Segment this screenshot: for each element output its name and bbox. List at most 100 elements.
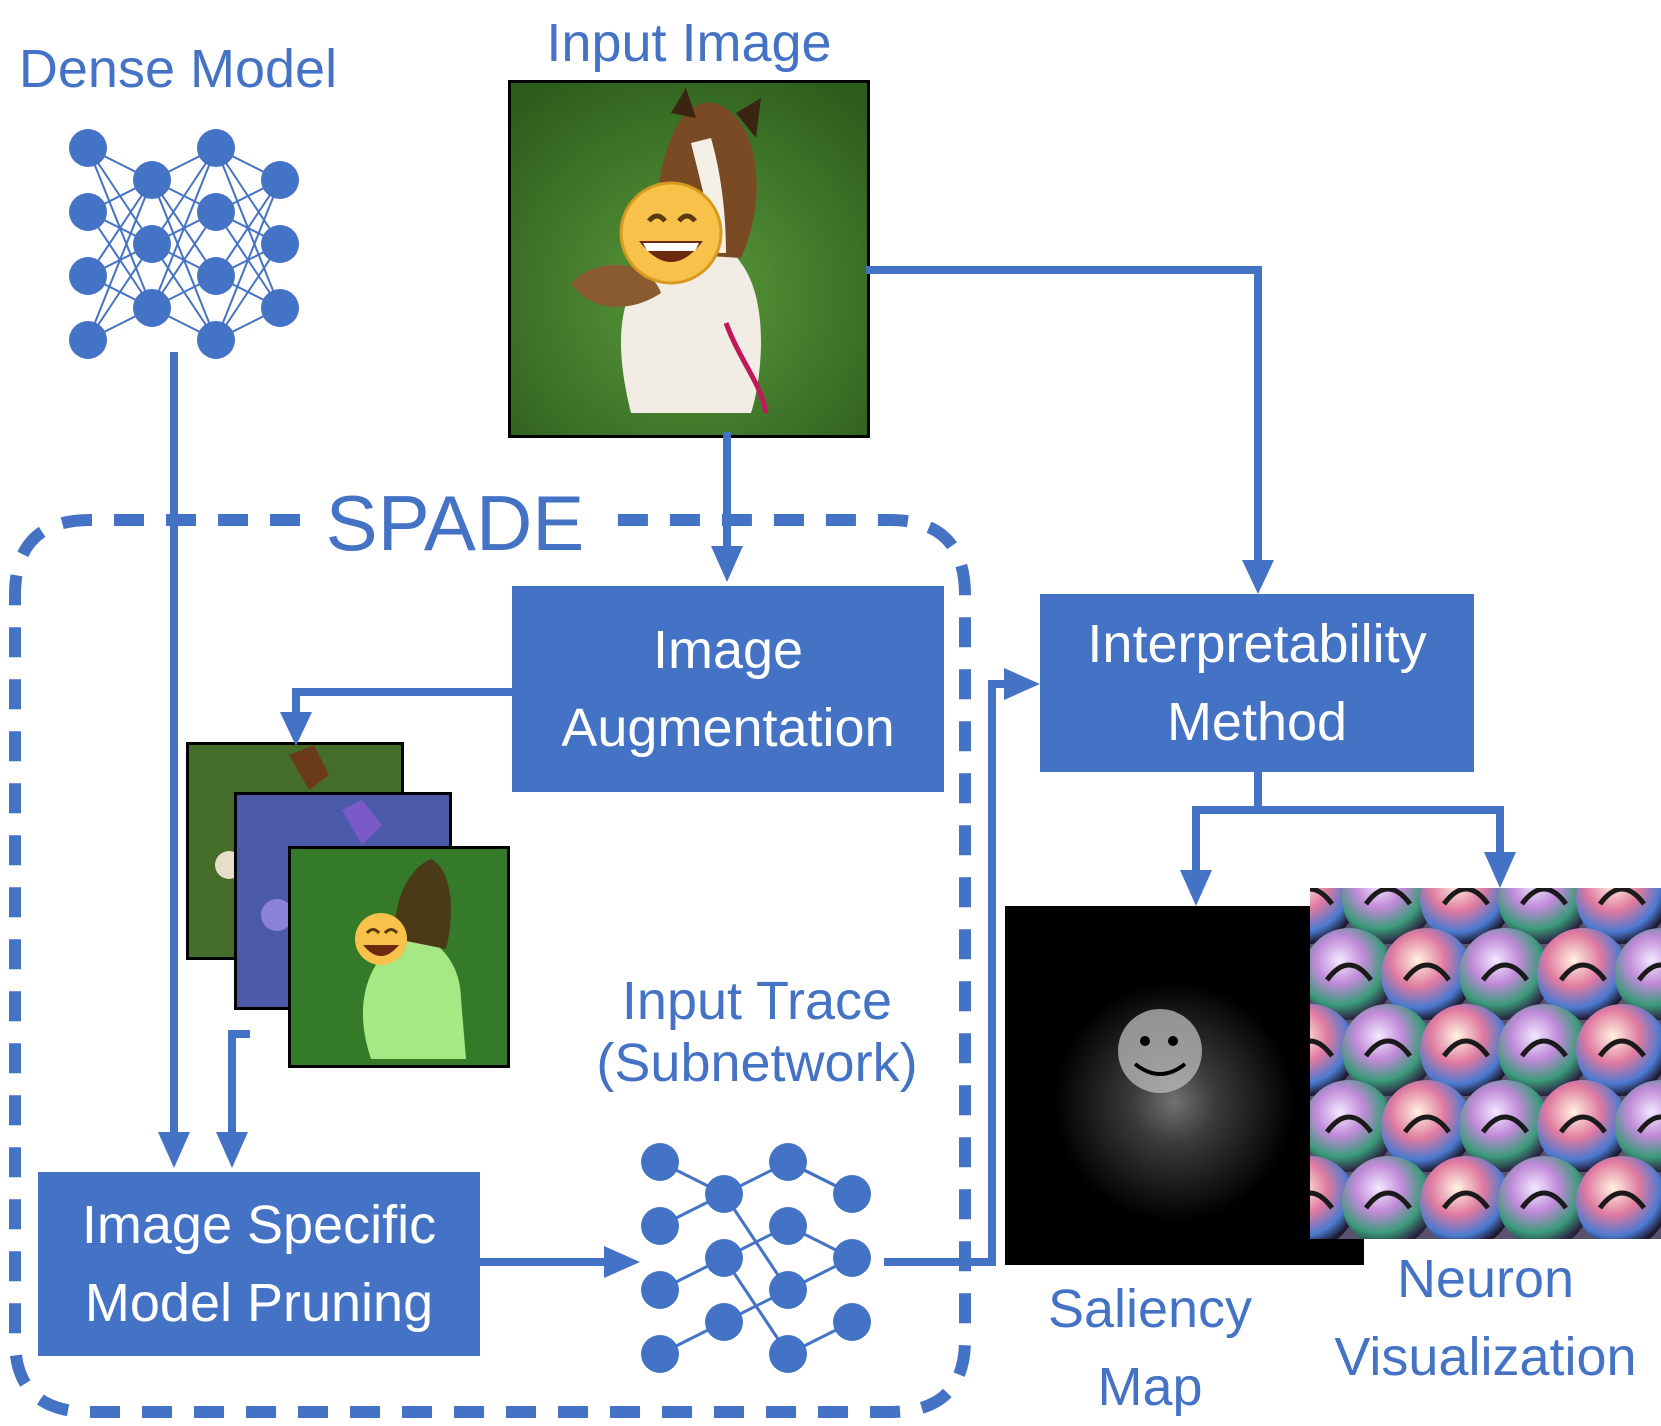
neuron-orb [1537,1080,1629,1172]
neuron-orb [1420,1004,1512,1096]
dense-node [133,161,171,199]
dense-node [197,321,235,359]
dense-node [197,129,235,167]
dense-node [69,257,107,295]
pruning-line-2: Model Pruning [84,1273,434,1333]
neuron-orb-shadow [1402,962,1452,982]
neuron-orb [1537,928,1629,1020]
neuron-orb-shadow [1441,1038,1491,1058]
subnetwork-node [833,1303,871,1341]
subnetwork-node [705,1175,743,1213]
neuron-line-1: Neuron [1396,1249,1575,1309]
input-trace-label: Input Trace (Subnetwork) [570,970,944,1094]
input-trace-line-1: Input Trace [621,971,893,1031]
neuron-orb-shadow [1363,888,1413,906]
neuron-orb-shadow [1597,1038,1647,1058]
saliency-line-1: Saliency [1047,1279,1253,1339]
saliency-map-label: Saliency Map [1020,1270,1280,1426]
neuron-orb-shadow [1480,1114,1530,1134]
model-pruning-box: Image Specific Model Pruning [38,1172,480,1356]
saliency-map-image [1005,906,1364,1265]
subnetwork-node [833,1175,871,1213]
dense-node [133,289,171,327]
neuron-orb [1310,1156,1356,1239]
dense-node [197,257,235,295]
dense-model-label: Dense Model [18,39,338,99]
neuron-orb-shadow [1363,1190,1413,1210]
neuron-orb-shadow [1519,1190,1569,1210]
neuron-orb [1615,1080,1661,1172]
neuron-orb [1310,1004,1356,1096]
augmented-image-3 [288,846,510,1068]
pruning-line-1: Image Specific [81,1195,437,1255]
neuron-orb-shadow [1324,1114,1374,1134]
dense-node [69,321,107,359]
subnetwork-node [705,1239,743,1277]
neuron-orb-shadow [1441,888,1491,906]
neuron-orb-shadow [1310,888,1335,906]
neuron-orb-shadow [1558,1114,1608,1134]
neuron-orb [1310,1080,1395,1172]
dense-node [69,193,107,231]
dense-node [261,289,299,327]
neuron-orb-shadow [1441,1190,1491,1210]
interpretability-method-box: Interpretability Method [1040,594,1474,772]
neuron-orb [1459,928,1551,1020]
spade-title: SPADE [325,479,585,567]
neuron-orb-shadow [1480,962,1530,982]
neuron-orb [1342,1156,1434,1239]
interpretability-line-1: Interpretability [1087,614,1427,674]
neuron-orb [1459,1080,1551,1172]
neuron-orb-shadow [1597,1190,1647,1210]
neuron-orb-shadow [1310,1038,1335,1058]
dense-node [69,129,107,167]
subnetwork-node [769,1207,807,1245]
subnetwork-node [641,1271,679,1309]
input-image [508,80,870,438]
subnetwork-node [705,1303,743,1341]
neuron-visualization-label: Neuron Visualization [1310,1240,1661,1396]
neuron-orb [1576,1156,1661,1239]
neuron-orb [1615,928,1661,1020]
input-trace-line-2: (Subnetwork) [596,1033,918,1093]
interpretability-line-2: Method [1166,692,1348,752]
dense-node [261,225,299,263]
subnetwork-node [641,1207,679,1245]
dense-node [261,161,299,199]
subnetwork-node [769,1271,807,1309]
neuron-orb-shadow [1402,1114,1452,1134]
input-image-label: Input Image [546,13,832,73]
neuron-orb-shadow [1363,1038,1413,1058]
neuron-orb [1498,1004,1590,1096]
neuron-orb-shadow [1597,888,1647,906]
subnetwork-node [769,1143,807,1181]
neuron-orb [1498,1156,1590,1239]
neuron-orb-shadow [1636,1114,1661,1134]
subnetwork-node [641,1335,679,1373]
neuron-orb-shadow [1636,962,1661,982]
subnetwork-node [769,1335,807,1373]
neuron-line-2: Visualization [1334,1327,1637,1387]
saliency-line-2: Map [1097,1357,1203,1417]
augmentation-line-2: Augmentation [561,698,895,758]
neuron-orb-shadow [1310,1190,1335,1210]
augmentation-line-1: Image [652,620,804,680]
dense-node [197,193,235,231]
image-augmentation-box: Image Augmentation [512,586,944,792]
neuron-visualization-image [1310,888,1661,1239]
neuron-orb-shadow [1519,1038,1569,1058]
neuron-orb-shadow [1519,888,1569,906]
neuron-orb-shadow [1324,962,1374,982]
subnetwork-node [641,1143,679,1181]
dense-node [133,225,171,263]
neuron-orb [1381,928,1473,1020]
subnetwork-node [833,1239,871,1277]
neuron-orb [1420,1156,1512,1239]
neuron-orb [1310,928,1395,1020]
neuron-orb [1342,1004,1434,1096]
neuron-orb [1576,1004,1661,1096]
neuron-orb [1381,1080,1473,1172]
